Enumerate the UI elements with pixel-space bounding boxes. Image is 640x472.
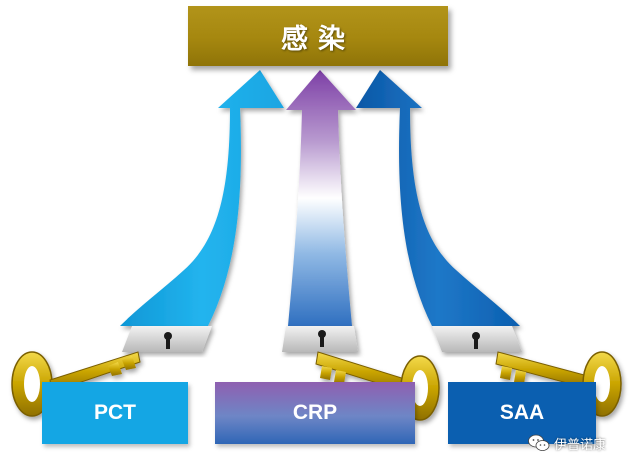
keyhole-icon <box>318 330 326 347</box>
arrow-icon <box>120 70 284 326</box>
keyhole-icon <box>164 332 172 349</box>
marker-label-pct: PCT <box>94 401 136 424</box>
target-title: 感染 <box>188 6 448 66</box>
marker-box-saa: SAA <box>448 382 596 444</box>
watermark: 伊普诺康 <box>528 432 606 454</box>
arrow-icon <box>356 70 520 326</box>
marker-box-crp: CRP <box>215 382 415 444</box>
wechat-icon <box>528 434 550 451</box>
marker-label-saa: SAA <box>499 401 545 424</box>
marker-box-pct: PCT <box>42 382 188 444</box>
marker-label-crp: CRP <box>292 401 338 424</box>
keyhole-icon <box>472 332 480 349</box>
watermark-text: 伊普诺康 <box>554 437 607 453</box>
arrow-icon <box>286 70 356 326</box>
